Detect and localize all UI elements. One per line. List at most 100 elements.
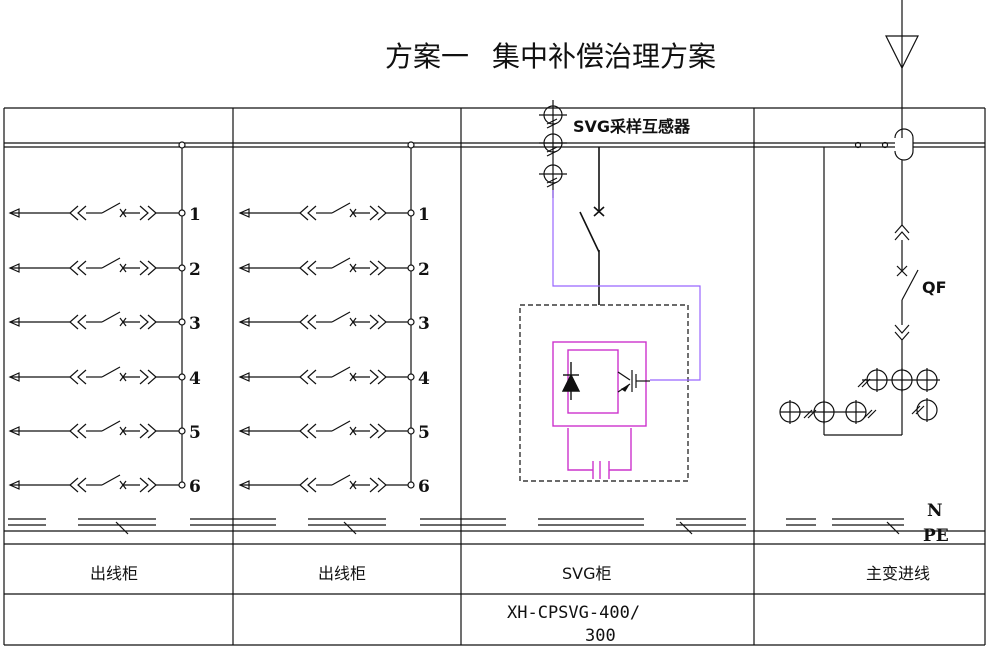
scheme-title: 方案一 <box>385 40 469 73</box>
feeder-number: 4 <box>418 369 430 389</box>
plug-contact-icon <box>69 477 87 493</box>
neutral-bus-label: N <box>927 501 943 521</box>
main-busbar <box>4 142 985 148</box>
pe-bus-label: PE <box>923 526 949 546</box>
plug-contact-icon <box>139 205 157 221</box>
plug-contact-icon <box>369 314 387 330</box>
neutral-pe-buses <box>4 518 985 535</box>
feeder-circuit: 4 <box>238 366 430 389</box>
feeder-number: 5 <box>418 423 430 443</box>
plug-contact-icon <box>139 477 157 493</box>
terminal-node <box>407 209 415 217</box>
feeder-circuit: 6 <box>8 474 201 497</box>
switch-blade <box>331 311 351 323</box>
feeder-circuit: 1 <box>238 202 430 225</box>
feeder-number: 2 <box>189 260 201 280</box>
main-incoming-circuit <box>779 0 940 436</box>
switch-blade <box>101 366 121 378</box>
feeder-circuit: 3 <box>238 311 430 334</box>
svg-disconnect-switch <box>579 147 605 305</box>
switch-blade <box>331 420 351 432</box>
feeder-number: 6 <box>418 477 430 497</box>
terminal-node <box>178 427 186 435</box>
feeder-circuit: 3 <box>8 311 201 334</box>
terminal-node <box>178 318 186 326</box>
feeder-number: 1 <box>418 205 430 225</box>
plug-contact-icon <box>369 260 387 276</box>
feeder-number: 3 <box>189 314 201 334</box>
feeder-circuit: 6 <box>238 474 430 497</box>
switch-blade <box>101 420 121 432</box>
feeder-number: 5 <box>189 423 201 443</box>
plug-contact-icon <box>369 369 387 385</box>
terminal-node <box>407 373 415 381</box>
bus-junction <box>407 141 415 149</box>
scheme-name: 集中补偿治理方案 <box>492 40 716 73</box>
switch-blade <box>101 474 121 486</box>
plug-contact-icon <box>369 205 387 221</box>
plug-contact-icon <box>299 260 317 276</box>
plug-contact-icon <box>299 205 317 221</box>
switch-blade <box>101 257 121 269</box>
plug-contact-icon <box>139 314 157 330</box>
plug-contact-icon <box>299 477 317 493</box>
feeder-cabinets: 1 2 3 4 5 6 1 2 3 4 5 6 <box>8 141 430 497</box>
plug-contact-icon <box>139 369 157 385</box>
plug-contact-icon <box>139 423 157 439</box>
cabinet-name-3: SVG柜 <box>562 564 612 583</box>
plug-contact-icon <box>299 369 317 385</box>
plug-contact-icon <box>69 205 87 221</box>
feeder-number: 4 <box>189 369 201 389</box>
terminal-node <box>407 318 415 326</box>
signal-wiring <box>552 190 701 381</box>
pe-tick <box>679 521 693 535</box>
feeder-number: 1 <box>189 205 201 225</box>
feeder-number: 2 <box>418 260 430 280</box>
svg-model-line-1: XH-CPSVG-400/ <box>507 603 640 623</box>
pe-tick <box>343 521 357 535</box>
pe-tick <box>886 521 900 535</box>
terminal-node <box>407 427 415 435</box>
pe-tick <box>115 521 129 535</box>
feeder-circuit: 1 <box>8 202 201 225</box>
terminal-node <box>178 373 186 381</box>
feeder-number: 3 <box>418 314 430 334</box>
terminal-node <box>407 264 415 272</box>
feeder-cabinet-2: 1 2 3 4 5 6 <box>238 141 430 497</box>
feeder-circuit: 4 <box>8 366 201 389</box>
transistor-symbol <box>617 370 650 393</box>
switch-blade <box>331 257 351 269</box>
terminal-node <box>178 264 186 272</box>
sampling-transformer-label: SVG采样互感器 <box>573 117 691 136</box>
feeder-circuit: 5 <box>238 420 430 443</box>
plug-contact-icon <box>299 423 317 439</box>
terminal-node <box>178 481 186 489</box>
plug-contact-icon <box>69 314 87 330</box>
plug-contact-icon <box>139 260 157 276</box>
feeder-circuit: 5 <box>8 420 201 443</box>
diode-symbol <box>561 362 581 400</box>
bus-junction <box>178 141 186 149</box>
feeder-number: 6 <box>189 477 201 497</box>
feeder-circuit: 2 <box>8 257 201 280</box>
plug-contact-icon <box>69 369 87 385</box>
cabinet-frame <box>3 107 986 646</box>
svg-module-enclosure <box>519 304 689 482</box>
switch-blade <box>101 202 121 214</box>
plug-contact-icon <box>69 260 87 276</box>
plug-contact-icon <box>369 477 387 493</box>
terminal-node <box>178 209 186 217</box>
breaker-label: QF <box>922 278 947 297</box>
switch-blade <box>331 366 351 378</box>
svg-model-line-2: 300 <box>585 626 616 646</box>
plug-contact-icon <box>69 423 87 439</box>
feeder-circuit: 2 <box>238 257 430 280</box>
feeder-cabinet-1: 1 2 3 4 5 6 <box>8 141 201 497</box>
cabinet-name-2: 出线柜 <box>318 564 366 583</box>
switch-blade <box>331 202 351 214</box>
switch-blade <box>101 311 121 323</box>
switch-blade <box>331 474 351 486</box>
plug-contact-icon <box>299 314 317 330</box>
igbt-bridge <box>552 341 647 479</box>
